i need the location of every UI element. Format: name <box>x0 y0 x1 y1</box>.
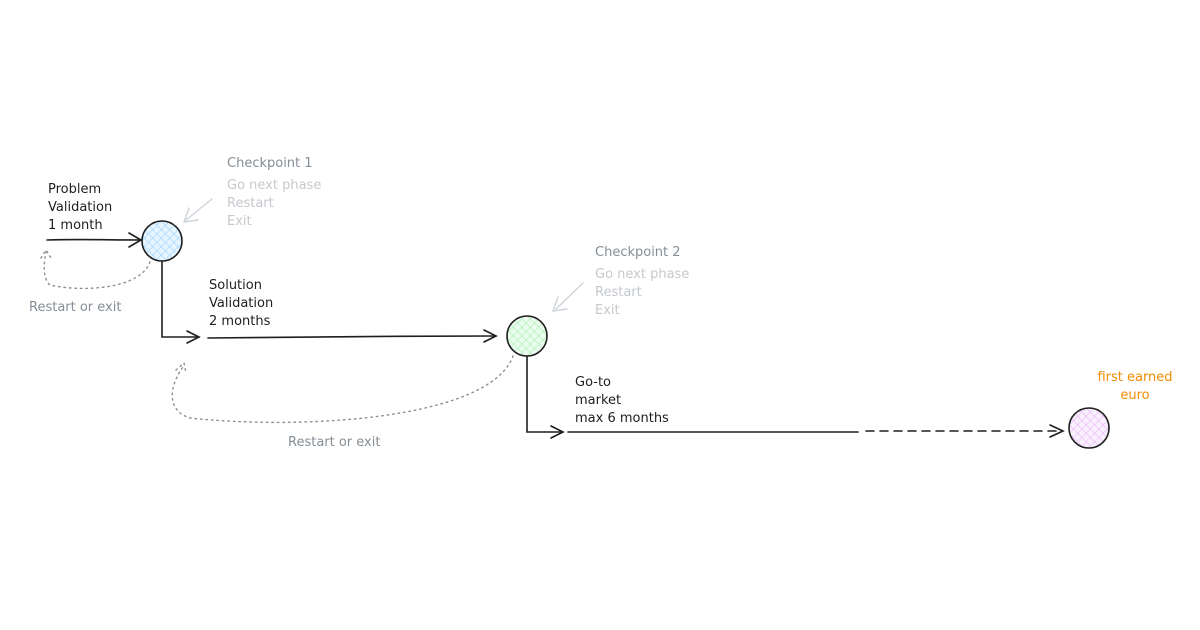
label-line: 2 months <box>209 314 271 329</box>
restart-loop-1 <box>40 248 151 290</box>
label-line: 1 month <box>48 218 103 233</box>
checkpoint-title: Checkpoint 1 <box>227 156 313 171</box>
restart-loop-2 <box>171 355 514 424</box>
label-line: first earned <box>1097 370 1173 385</box>
restart-loop-2-label: Restart or exit <box>288 435 381 450</box>
problem-validation-arrow <box>46 232 143 248</box>
label-line: Go-to <box>575 375 612 390</box>
label-line: max 6 months <box>575 411 669 426</box>
to-solution-arrow <box>161 260 201 344</box>
checkpoint-option: Restart <box>595 285 642 300</box>
label-line: market <box>575 393 622 408</box>
checkpoint-option: Go next phase <box>227 178 322 193</box>
checkpoint-option: Restart <box>227 196 274 211</box>
label-line: Validation <box>209 296 274 311</box>
checkpoint-1-pointer <box>182 198 213 223</box>
gtm-arrow <box>567 424 1065 438</box>
problem-validation-label: Problem Validation 1 month <box>48 181 112 235</box>
checkpoint-title: Checkpoint 2 <box>595 245 681 260</box>
checkpoint-2-node <box>506 315 548 357</box>
solution-validation-label: Solution Validation 2 months <box>209 277 273 331</box>
checkpoint-option: Exit <box>227 214 252 229</box>
label-line: Problem <box>48 182 102 197</box>
label-line: Validation <box>48 200 113 215</box>
solution-validation-arrow <box>207 329 498 343</box>
checkpoint-2-note: Checkpoint 2 Go next phase Restart Exit <box>595 244 689 320</box>
first-earned-euro-label: first earned euro <box>1085 369 1185 405</box>
checkpoint-1-node <box>141 220 183 262</box>
label-line: Solution <box>209 278 262 293</box>
checkpoint-2-pointer <box>551 282 584 312</box>
label-line: euro <box>1120 388 1150 403</box>
checkpoint-1-note: Checkpoint 1 Go next phase Restart Exit <box>227 155 321 231</box>
go-to-market-label: Go-to market max 6 months <box>575 374 669 428</box>
first-euro-node <box>1068 407 1110 449</box>
checkpoint-option: Exit <box>595 303 620 318</box>
restart-loop-1-label: Restart or exit <box>29 300 122 315</box>
to-gtm-arrow <box>526 355 565 439</box>
checkpoint-option: Go next phase <box>595 267 690 282</box>
